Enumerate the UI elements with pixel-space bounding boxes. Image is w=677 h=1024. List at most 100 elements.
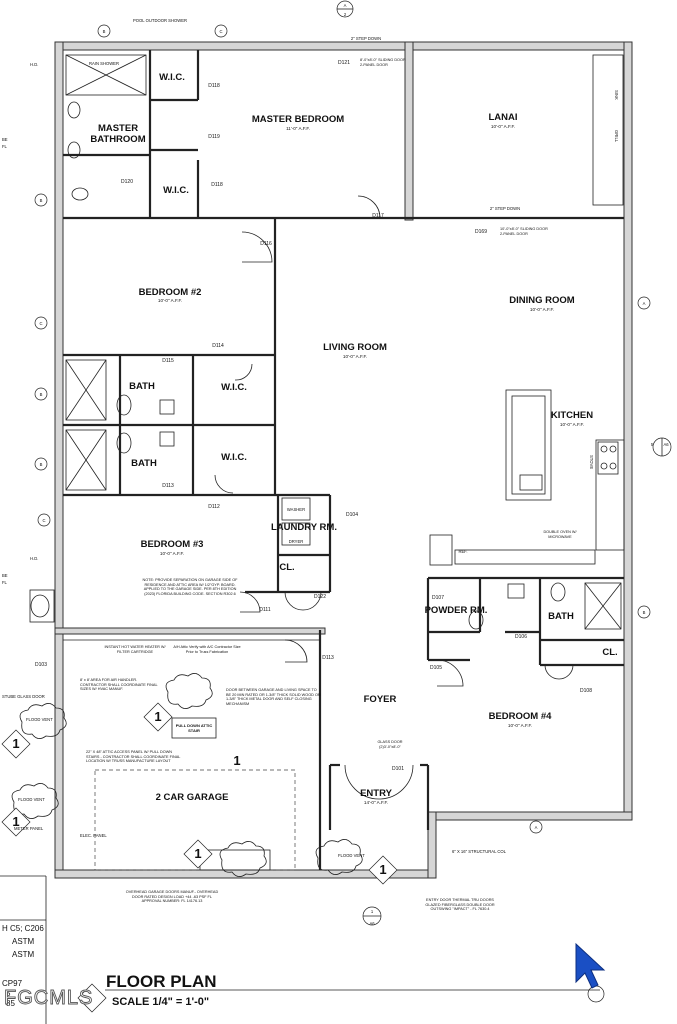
room-entry: ENTRY bbox=[360, 788, 393, 799]
room-foyer: FOYER bbox=[364, 694, 397, 705]
room-wic-2: W.I.C. bbox=[221, 452, 247, 463]
door-tag: D118 bbox=[208, 83, 220, 89]
diamond-label: 1 bbox=[233, 753, 240, 768]
note-structural-col: 6" X 16" STRUCTURAL COL bbox=[452, 849, 507, 854]
door-tag: D104 bbox=[346, 512, 358, 518]
marker-labels: B C A 2 B C B B C A B A 1 A6 A6 5 1 1 1 … bbox=[2, 3, 669, 926]
room-master-bath-line2: BATHROOM bbox=[90, 134, 145, 145]
room-living-room: LIVING ROOM bbox=[323, 342, 387, 353]
plan-title: FLOOR PLAN bbox=[106, 972, 217, 991]
note-sink: SINK bbox=[614, 90, 619, 100]
door-tag: D113 bbox=[162, 483, 174, 489]
exterior-walls bbox=[54, 41, 633, 879]
room-bedroom-4: BEDROOM #4 bbox=[489, 711, 553, 722]
note-step-down: 2" STEP DOWN bbox=[351, 36, 381, 41]
note-ref: REF. bbox=[458, 549, 467, 554]
grid-label-a: A bbox=[535, 825, 538, 830]
room-wic-master-1: W.I.C. bbox=[159, 72, 185, 83]
note-door-between-box: DOOR BETWEEN GARAGE AND LIVING SPACE TO … bbox=[226, 688, 321, 706]
be-label: BE bbox=[2, 137, 8, 142]
diamond-label: 1 bbox=[12, 736, 19, 751]
grid-label-b: B bbox=[103, 29, 106, 34]
room-master-bedroom: MASTER BEDROOM bbox=[252, 114, 344, 125]
room-closet-1: CL. bbox=[279, 562, 294, 573]
room-bath-1: BATH bbox=[129, 381, 155, 392]
room-garage: 2 CAR GARAGE bbox=[156, 792, 229, 803]
fl-label: FL bbox=[2, 144, 8, 149]
legend-line: ASTM bbox=[12, 937, 35, 946]
door-tag: D115 bbox=[162, 358, 174, 364]
door-tag: D121 bbox=[338, 60, 350, 66]
note-pool-shower: POOL OUTDOOR SHOWER bbox=[133, 18, 187, 23]
door-tag: D120 bbox=[121, 179, 133, 185]
interior-walls bbox=[63, 50, 624, 870]
note-rain-shower: RAIN SHOWER bbox=[89, 61, 119, 66]
note-pull-down-box: PULL DOWN ATTIC STAIR bbox=[175, 724, 213, 733]
legend-line: CP97 bbox=[2, 979, 23, 988]
note-water-heater: INSTANT HOT WATER HEATER W/ FILTER CARTR… bbox=[104, 645, 166, 654]
note-entry-door-box: ENTRY DOOR THERMAL TRU DOORS GLAZED FIBE… bbox=[425, 898, 494, 911]
note-water-heater-box: INSTANT HOT WATER HEATER W/ FILTER CARTR… bbox=[104, 645, 166, 654]
room-bedroom-3: BEDROOM #3 bbox=[141, 539, 204, 550]
note-sliding-door-2: 10'-0"x8'-0" SLIDING DOOR 2-PANEL DOOR bbox=[500, 227, 548, 236]
section-bottom-number: 1 bbox=[371, 909, 374, 914]
grid-bubbles bbox=[34, 0, 672, 1003]
note-door-between: DOOR BETWEEN GARAGE AND LIVING SPACE TO … bbox=[226, 688, 321, 706]
section-label-2: 2 bbox=[344, 12, 347, 17]
grid-label-c: C bbox=[219, 29, 222, 34]
room-bath-2: BATH bbox=[131, 458, 157, 469]
note-washer: WASHER bbox=[287, 507, 305, 512]
note-flood-vent-1: FLOOD VENT bbox=[26, 717, 53, 722]
note-meter: METER PANEL bbox=[14, 826, 44, 831]
hd-label: H.D. bbox=[30, 62, 38, 67]
room-bedroom-2: BEDROOM #2 bbox=[139, 287, 202, 298]
note-pull-down: PULL DOWN ATTIC STAIR bbox=[175, 724, 213, 733]
door-tag: D105 bbox=[430, 665, 442, 671]
flood-vent-clouds bbox=[11, 673, 363, 877]
door-tag: D118 bbox=[211, 182, 223, 188]
fl-label: FL bbox=[2, 580, 8, 585]
door-tag: D122 bbox=[314, 594, 326, 600]
note-double-oven: DOUBLE OVEN W/ MICROWAVE bbox=[543, 530, 577, 539]
door-tag: D114 bbox=[212, 343, 224, 349]
door-swings bbox=[214, 195, 574, 800]
note-garage-doors: OVERHEAD GARAGE DOORS MANUF.- OVERHEAD D… bbox=[125, 890, 219, 904]
grid-label-c: C bbox=[42, 518, 45, 523]
room-closet-2: CL. bbox=[602, 647, 617, 658]
note-glass-door-box: GLASS DOOR (2)3'-0"x8'-0" bbox=[377, 740, 403, 749]
legend-line: 5 bbox=[6, 989, 11, 998]
note-ah-attic: A/H Attic Verify with A/C Contractor Siz… bbox=[173, 645, 241, 654]
plan-scale: SCALE 1/4" = 1'-0" bbox=[112, 996, 209, 1008]
kitchen-counters bbox=[429, 54, 625, 566]
room-wic-1: W.I.C. bbox=[221, 382, 247, 393]
note-glass-door: GLASS DOOR (2)3'-0"x8'-0" bbox=[377, 740, 403, 749]
note-air-handler-box: 8' x 8' AREA FOR AIR HANDLER. CONTRACTOR… bbox=[80, 678, 157, 691]
note-sliding-door-1-box: 8'-0"x8'-0" SLIDING DOOR 2-PANEL DOOR bbox=[360, 58, 406, 67]
room-entry-height: 14'-0" A.F.F. bbox=[364, 800, 388, 805]
grid-label-b: B bbox=[40, 198, 43, 203]
room-powder: POWDER RM. bbox=[425, 605, 488, 616]
fixtures bbox=[29, 54, 622, 630]
room-master-bath-line1: MASTER bbox=[98, 123, 138, 134]
note-flood-vent-2: FLOOD VENT bbox=[18, 797, 45, 802]
room-kitchen: KITCHEN bbox=[551, 410, 593, 421]
note-glass-door-left: STUBE GLASS DOOR bbox=[2, 694, 45, 699]
room-kitchen-height: 10'-0" A.F.F. bbox=[560, 422, 584, 427]
legend-line: 85 bbox=[6, 999, 15, 1008]
door-tag: D108 bbox=[580, 688, 592, 694]
section-bottom-ref: A6 bbox=[369, 921, 375, 926]
side-ref: A6 bbox=[663, 442, 669, 447]
door-tag: D107 bbox=[432, 595, 444, 601]
room-wic-master-2: W.I.C. bbox=[163, 185, 189, 196]
be-label: BE bbox=[2, 573, 8, 578]
note-step-down-lanai: 2" STEP DOWN bbox=[490, 206, 520, 211]
door-tags: D121 D119 D118 D120 D118 D117 D116 D169 … bbox=[35, 60, 592, 772]
annotations: POOL OUTDOOR SHOWER 2" STEP DOWN 2" STEP… bbox=[2, 18, 619, 911]
left-legend-box bbox=[0, 875, 47, 1024]
note-separation-box: NOTE: PROVIDE SEPARATION ON GARAGE SIDE … bbox=[142, 578, 237, 596]
room-master-bedroom-height: 11'-0" A.F.F. bbox=[286, 126, 310, 131]
legend-line: ASTM bbox=[12, 950, 35, 959]
door-tag: D106 bbox=[515, 634, 527, 640]
